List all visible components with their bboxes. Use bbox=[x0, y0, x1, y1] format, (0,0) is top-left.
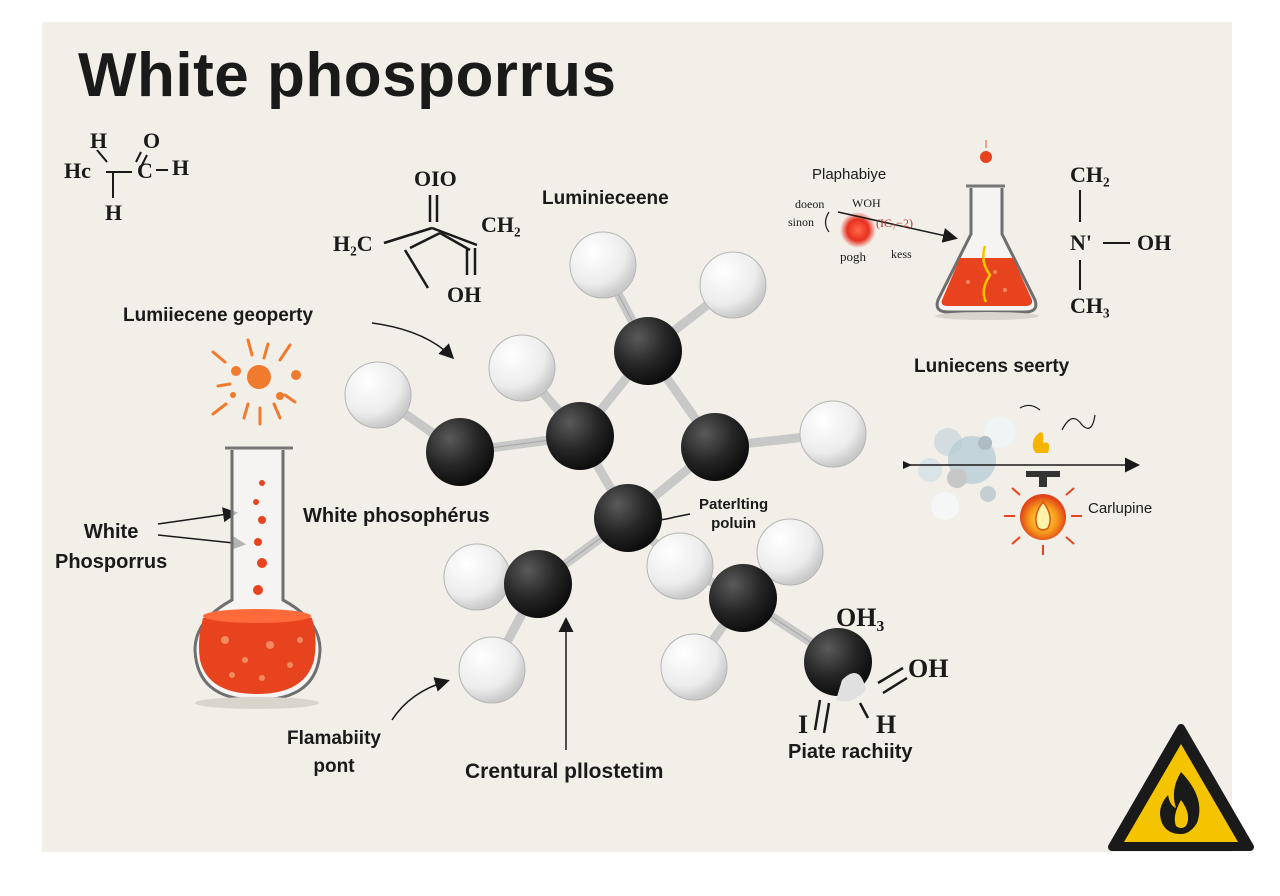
right-formula-bonds bbox=[1079, 190, 1130, 290]
formula-mol-i: I bbox=[798, 710, 809, 739]
annot-sinon: sinon bbox=[788, 215, 815, 229]
pointer-arrows bbox=[157, 322, 691, 750]
formula-right-oh: OH bbox=[1137, 230, 1172, 255]
annot-ic: (IC₇−2) bbox=[876, 216, 913, 230]
molecule-label-bonds bbox=[813, 666, 908, 734]
formula-mol-oh: OH bbox=[908, 654, 949, 683]
carbon-cutaway-detail bbox=[836, 672, 866, 702]
label-luniecens: Luniecens seerty bbox=[914, 356, 1070, 377]
formula-h-bottom: H bbox=[105, 200, 123, 225]
label-crentural: Crentural pllostetim bbox=[465, 760, 664, 783]
annot-pogh: pogh bbox=[840, 249, 866, 264]
reaction-glow-icon bbox=[840, 212, 876, 248]
label-white-phosphorus-flask: White Phosporrus bbox=[55, 521, 168, 573]
formula-ch2: CH₂ bbox=[481, 212, 521, 237]
formula-oio: OIO bbox=[414, 166, 457, 191]
label-lum-property: Lumiiecene geoperty bbox=[123, 305, 314, 326]
label-piate: Piate rachiity bbox=[788, 741, 913, 763]
formula-right-n: N' bbox=[1070, 230, 1092, 255]
annot-doeon: doeon bbox=[795, 197, 825, 211]
formula-right-ch3: CH₃ bbox=[1070, 293, 1110, 318]
formula-oh3: OH₃ bbox=[836, 603, 885, 632]
formula-c: C bbox=[137, 158, 153, 183]
flask-icon bbox=[193, 446, 322, 709]
smoke-cloud-icon bbox=[918, 416, 1016, 520]
label-carlupine: Carlupine bbox=[1088, 500, 1153, 517]
formula-hc: Hc bbox=[64, 158, 91, 183]
formula-h2c: H₂C bbox=[333, 231, 373, 256]
label-plaphabiye: Plaphabiye bbox=[812, 166, 887, 183]
reaction-arrow-icon bbox=[837, 211, 958, 243]
label-patterning: Paterlting poluin bbox=[699, 496, 769, 532]
annot-woh: WOH bbox=[852, 196, 881, 210]
topleft-formula-bonds bbox=[96, 149, 168, 198]
label-luminiecene: Luminieceene bbox=[542, 188, 669, 209]
label-white-phosphorus-molecule: White phosophérus bbox=[303, 505, 490, 527]
fire-warning-icon bbox=[1108, 724, 1254, 851]
label-flamability: Flamabiity pont bbox=[287, 728, 381, 777]
burner-flame-icon bbox=[1004, 471, 1082, 555]
formula-o: O bbox=[143, 128, 161, 153]
hydrogen-atoms bbox=[344, 231, 867, 704]
formula-oh: OH bbox=[447, 282, 482, 307]
center-formula-bonds bbox=[383, 195, 478, 289]
formula-mol-h: H bbox=[876, 710, 897, 739]
formula-h-top: H bbox=[90, 128, 108, 153]
formula-right-ch2: CH₂ bbox=[1070, 162, 1110, 187]
flame-icon bbox=[1032, 432, 1050, 453]
formula-h-right: H bbox=[172, 155, 190, 180]
page-title: White phosporrus bbox=[78, 41, 617, 110]
poster-background bbox=[42, 22, 1232, 852]
annot-kess: kess bbox=[891, 247, 912, 261]
burst-icon bbox=[211, 338, 301, 426]
erlenmeyer-flask-icon bbox=[935, 140, 1039, 320]
